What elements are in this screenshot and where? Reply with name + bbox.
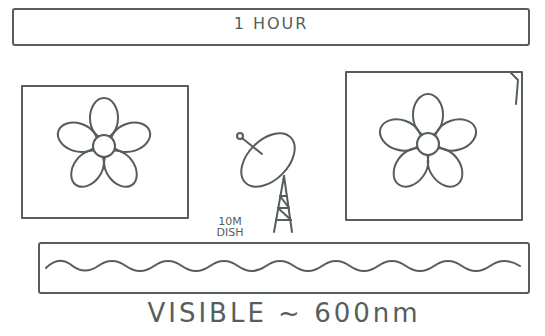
- dish-label: 10M DISH: [210, 216, 250, 238]
- dish-drawing: [231, 123, 305, 232]
- flower-drawing: [376, 94, 480, 193]
- time-band: 1 HOUR: [12, 8, 530, 46]
- frame-scribble: [510, 72, 518, 104]
- band-caption: VISIBLE ~ 600nm: [40, 298, 528, 328]
- spectrum-band: VISIBLE ~ 600nm: [38, 242, 530, 294]
- wave-line: [46, 261, 520, 271]
- flower-drawing: [54, 98, 154, 193]
- band-title: 1 HOUR: [14, 14, 528, 33]
- image-frame: [346, 72, 522, 220]
- image-frame: [22, 86, 188, 218]
